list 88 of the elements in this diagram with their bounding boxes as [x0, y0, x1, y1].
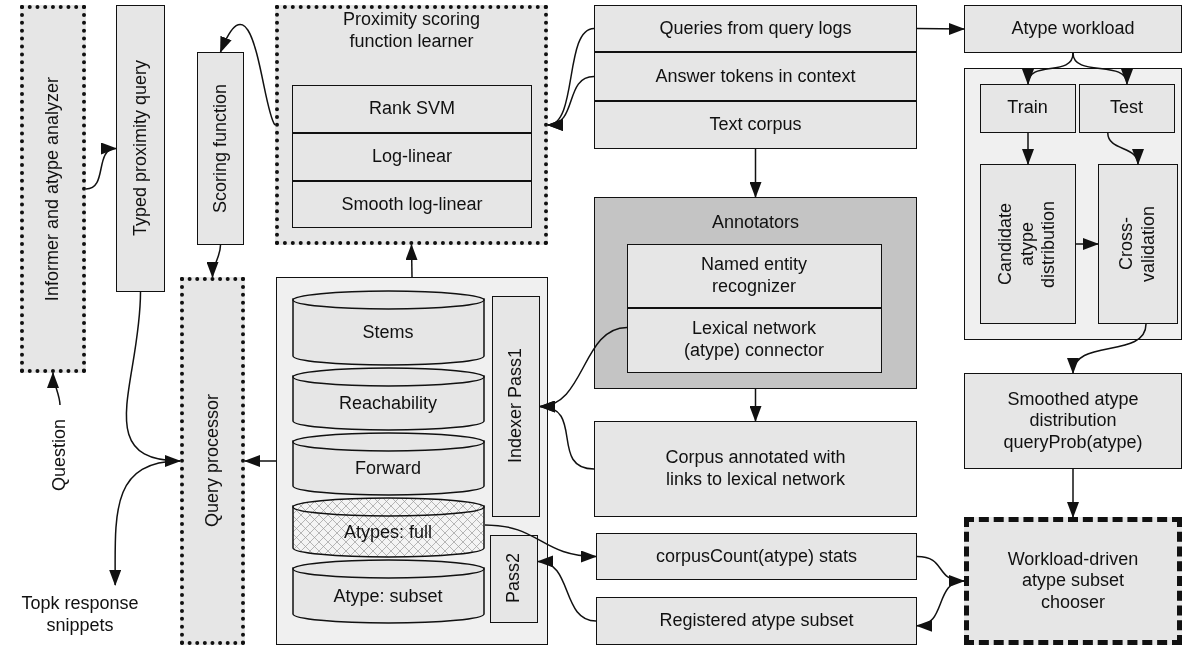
arrow [1067, 468, 1079, 518]
arrow [537, 557, 597, 622]
box-label: Smooth log-linear [341, 193, 483, 216]
box-label: Query processor [201, 394, 223, 528]
arrow [405, 244, 418, 278]
arrow [207, 244, 222, 278]
arrow [85, 145, 117, 190]
arrow [749, 388, 762, 422]
box-label: Candidate atype distribution [995, 199, 1060, 290]
box-label: Scoring function [209, 83, 231, 214]
database-cylinder [291, 496, 485, 559]
arrow [47, 372, 61, 406]
panel-heading: Annotators [711, 212, 800, 234]
process-box [594, 5, 917, 52]
process-box [491, 295, 540, 517]
database-cylinder [291, 366, 485, 432]
box-label: Pass2 [502, 553, 524, 604]
module-panel [594, 197, 917, 389]
box-label: Typed proximity query [129, 60, 151, 237]
box-label: Answer tokens in context [655, 65, 856, 88]
process-box [596, 533, 917, 580]
arrow [484, 524, 597, 562]
arrow [539, 402, 595, 470]
process-box [1078, 83, 1175, 133]
arrow [244, 455, 277, 467]
process-box [596, 597, 917, 645]
process-box [626, 243, 882, 308]
process-box [594, 421, 917, 517]
box-label: Text corpus [709, 114, 802, 136]
process-box [116, 5, 165, 292]
box-label: Train [1007, 97, 1048, 119]
database-cylinder [291, 431, 485, 497]
box-label: Rank SVM [369, 98, 455, 120]
arrow [1072, 52, 1130, 85]
text-label: Topk response snippets [20, 593, 140, 637]
box-label: Cross-validation [1115, 204, 1159, 284]
box-label: Indexer Pass1 [504, 348, 526, 464]
arrow [916, 580, 965, 630]
database-cylinder [291, 289, 485, 367]
arrow [749, 148, 762, 198]
box-label: Forward [355, 458, 421, 480]
arrow [1107, 132, 1142, 165]
arrow [916, 22, 965, 35]
arrow [547, 75, 595, 129]
box-label: Queries from query logs [659, 17, 852, 40]
box-label: Atype workload [1011, 18, 1135, 40]
module-panel [275, 5, 548, 245]
arrow [109, 460, 181, 586]
box-label: Workload-driven atype subset chooser [1006, 548, 1140, 614]
process-box [292, 181, 532, 228]
box-label: Log-linear [371, 146, 453, 168]
arrow [1024, 52, 1074, 85]
process-box [197, 52, 244, 245]
process-box [292, 133, 532, 181]
arrow [1069, 323, 1147, 374]
process-box [292, 85, 532, 133]
process-box [594, 101, 917, 149]
box-label: corpusCount(atype) stats [655, 545, 858, 568]
text-label: Question [49, 418, 71, 491]
container-panel [964, 68, 1182, 340]
box-label: Reachability [338, 393, 438, 415]
box-label: Test [1110, 97, 1143, 119]
process-box [594, 52, 917, 101]
box-label: Atypes: full [343, 521, 432, 544]
database-cylinder [291, 558, 485, 625]
process-box [180, 277, 245, 645]
process-box [964, 5, 1182, 53]
arrow [1075, 238, 1099, 250]
box-label: Named entity recognizer [699, 253, 809, 298]
container-panel [276, 277, 548, 645]
process-box [979, 83, 1076, 133]
panel-heading: Proximity scoring function learner [342, 9, 481, 53]
process-box [489, 534, 538, 623]
process-box [964, 373, 1182, 469]
box-label: Corpus annotated with links to lexical network [664, 447, 847, 491]
process-box [20, 5, 86, 373]
box-label: Atype: subset [333, 585, 443, 608]
process-box [1097, 163, 1178, 324]
process-box [964, 517, 1182, 645]
box-label: Registered atype subset [659, 610, 854, 632]
box-label: Stems [362, 322, 414, 344]
process-box [979, 163, 1076, 324]
box-label: Lexical network (atype) connector [682, 318, 826, 362]
arrow [1022, 132, 1034, 165]
box-label: Smoothed atype distribution queryProb(atype) [1002, 388, 1144, 454]
box-label: Informer and atype analyzer [42, 76, 64, 302]
arrow [219, 23, 276, 126]
process-box [626, 307, 882, 373]
